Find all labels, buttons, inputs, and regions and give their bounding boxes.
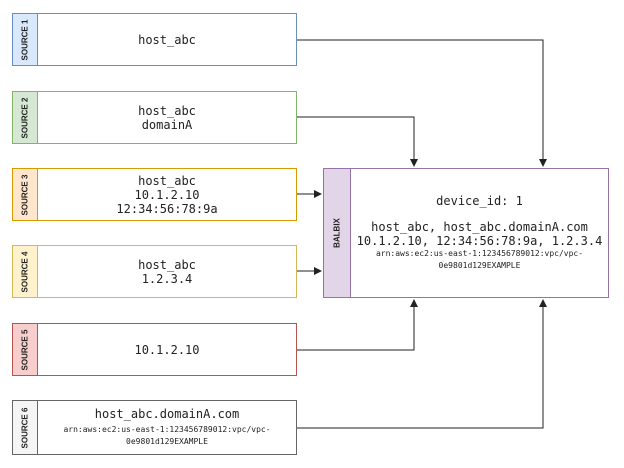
balbix-box: BALBIX device_id: 1 host_abc, host_abc.d… [323, 168, 609, 298]
edge-source-6 [297, 299, 547, 429]
source-1-tab: SOURCE 1 [13, 14, 38, 65]
source-6-arn-line-1: arn:aws:ec2:us-east-1:123456789012:vpc/v… [63, 425, 271, 434]
source-2-line-1: host_abc [138, 103, 196, 118]
source-3-box: SOURCE 3 host_abc 10.1.2.10 12:34:56:78:… [12, 168, 297, 221]
source-2-tab: SOURCE 2 [13, 92, 38, 143]
source-4-line-1: host_abc [138, 257, 196, 272]
source-2-box: SOURCE 2 host_abc domainA [12, 91, 297, 144]
source-5-label: SOURCE 5 [20, 329, 30, 370]
source-2-label: SOURCE 2 [20, 97, 30, 138]
source-2-line-2: domainA [141, 117, 193, 132]
edge-source-1 [297, 39, 547, 167]
source-5-line-1: 10.1.2.10 [134, 342, 200, 357]
source-5-box: SOURCE 5 10.1.2.10 [12, 323, 297, 376]
source-4-tab: SOURCE 4 [13, 246, 38, 297]
source-4-line-2: 1.2.3.4 [141, 271, 193, 286]
source-6-box: SOURCE 6 host_abc.domainA.com arn:aws:ec… [12, 400, 297, 455]
source-3-line-2: 10.1.2.10 [134, 187, 200, 202]
source-4-box: SOURCE 4 host_abc 1.2.3.4 [12, 245, 297, 298]
source-6-arn-line-2: 0e9801d129EXAMPLE [126, 437, 208, 446]
edge-source-5 [297, 299, 418, 351]
source-6-tab: SOURCE 6 [13, 401, 38, 454]
source-1-box: SOURCE 1 host_abc [12, 13, 297, 66]
balbix-label: BALBIX [332, 218, 342, 248]
source-6-line-1: host_abc.domainA.com [94, 407, 240, 421]
balbix-tab: BALBIX [324, 169, 351, 297]
balbix-addresses: 10.1.2.10, 12:34:56:78:9a, 1.2.3.4 [356, 234, 603, 248]
source-3-line-3: 12:34:56:78:9a [116, 201, 218, 216]
balbix-hostnames: host_abc, host_abc.domainA.com [371, 220, 588, 234]
balbix-arn-line-2: 0e9801d129EXAMPLE [438, 261, 521, 270]
device-id: device_id: 1 [436, 194, 523, 208]
source-3-tab: SOURCE 3 [13, 169, 38, 220]
source-1-line-1: host_abc [138, 32, 196, 47]
source-3-line-1: host_abc [138, 173, 196, 188]
source-4-label: SOURCE 4 [20, 251, 30, 292]
source-6-label: SOURCE 6 [20, 407, 30, 448]
edge-source-2 [297, 116, 418, 167]
source-1-label: SOURCE 1 [20, 19, 30, 60]
balbix-arn-line-1: arn:aws:ec2:us-east-1:123456789012:vpc/v… [375, 249, 584, 258]
source-5-tab: SOURCE 5 [13, 324, 38, 375]
source-3-label: SOURCE 3 [20, 174, 30, 215]
